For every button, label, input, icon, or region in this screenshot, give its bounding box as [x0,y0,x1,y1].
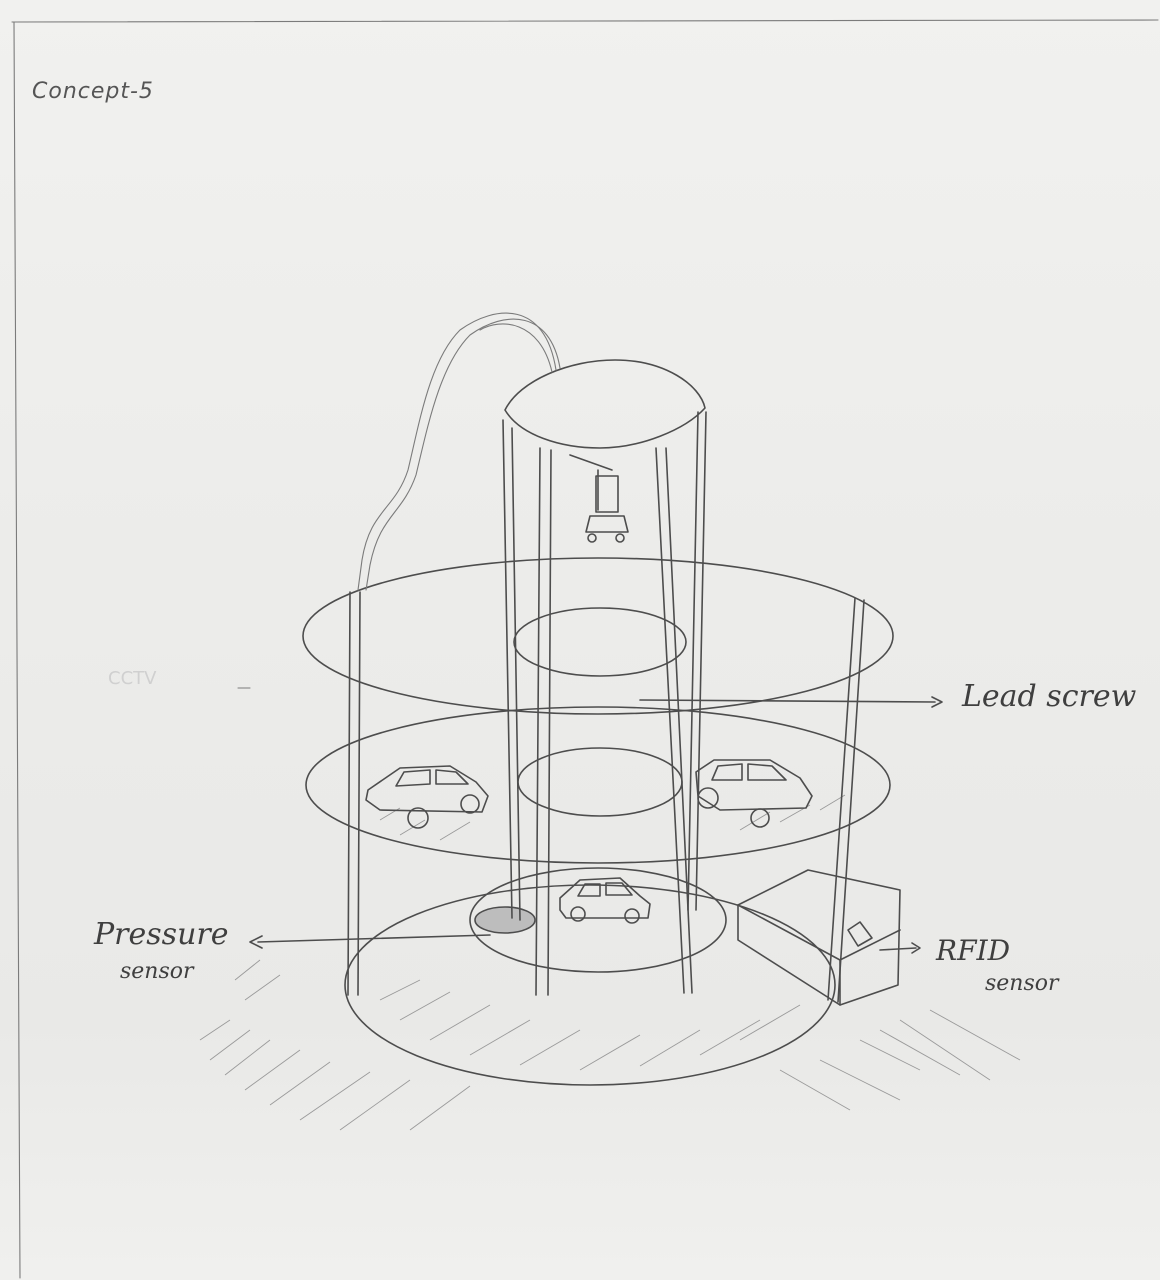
rfid-box [738,870,900,1005]
paper-top-edge [12,20,1158,22]
rfid-leader-line [880,948,916,950]
base-shading [380,980,800,1070]
pressure-sensor-label-line1: Pressure [93,917,229,952]
paper-left-edge [14,22,20,1278]
pressure-sensor-label-line2: sensor [120,959,195,984]
lead-screw-label: Lead screw [961,679,1137,714]
power-cable [358,313,560,590]
lead-screw-leader-line [640,700,935,702]
faint-label-left: CCTV [108,668,157,689]
floor-level-2-opening [514,608,686,676]
base-platform [345,885,835,1085]
pressure-sensor-pad [475,907,535,933]
car-level-1-right [696,760,812,827]
outer-support-poles [348,592,864,1002]
pressure-sensor-leader-line [258,935,490,942]
rfid-label-line2: sensor [985,971,1060,996]
central-shaft [503,412,706,995]
car-level-1-left [366,766,488,828]
concept-title: Concept-5 [32,79,154,104]
floor-level-1-opening [518,748,682,816]
top-cap [505,360,705,448]
floor-level-1 [306,707,890,863]
floor-level-1-shading [380,795,845,840]
rfid-label-line1: RFID [935,934,1010,967]
lift-mechanism [570,455,628,542]
floor-level-2 [303,558,893,714]
rfid-reader-icon [848,922,872,946]
